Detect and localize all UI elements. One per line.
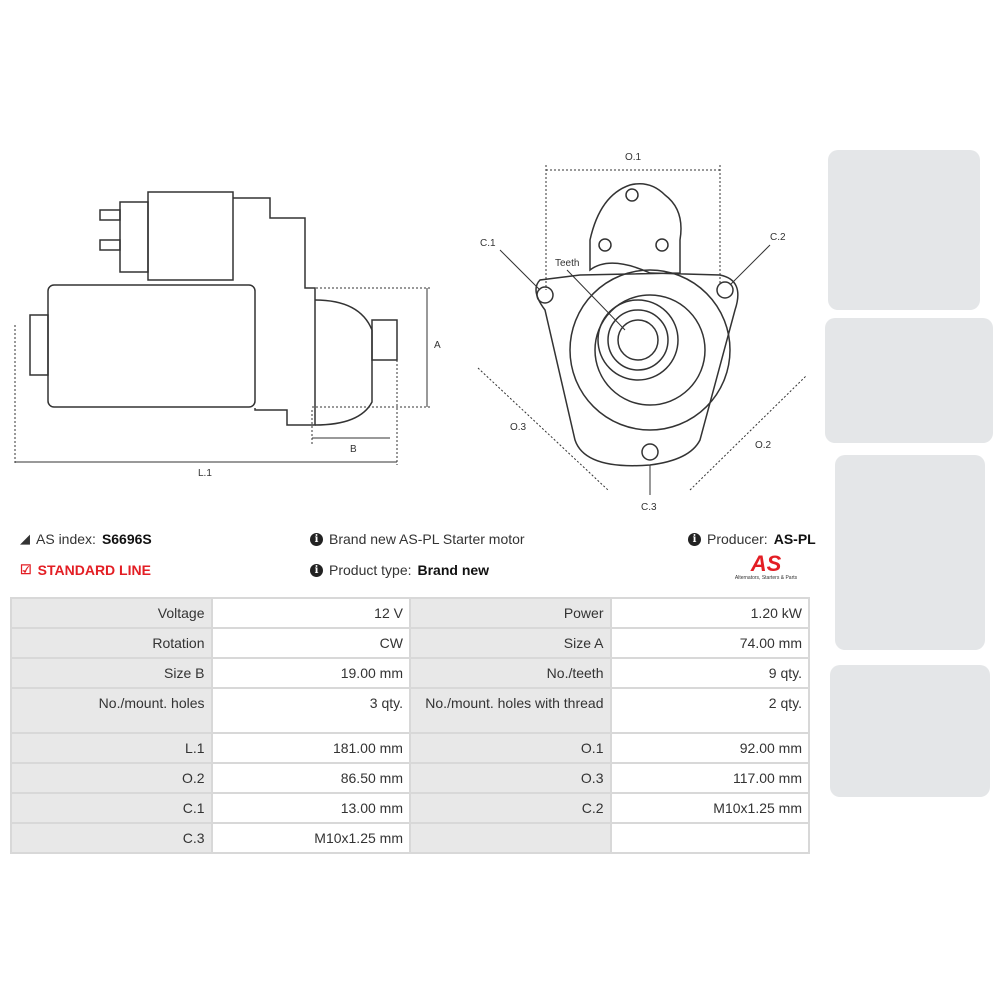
as-logo: AS Alternators, Starters & Parts — [720, 551, 812, 582]
label-l1: L.1 — [198, 468, 212, 479]
product-type-label: Product type: — [329, 562, 412, 578]
spec-label: Power — [408, 597, 612, 629]
producer: i Producer: AS-PL — [688, 531, 816, 547]
product-type: i Product type: Brand new — [310, 562, 489, 578]
line-label: STANDARD LINE — [37, 562, 151, 578]
checkbox-icon: ☑ — [20, 562, 32, 577]
spec-value: CW — [210, 627, 411, 659]
spec-label: C.3 — [10, 822, 213, 854]
label-a: A — [434, 340, 441, 351]
label-c3: C.3 — [641, 502, 657, 513]
spec-label: L.1 — [10, 732, 213, 764]
spec-label: No./mount. holes with thread — [408, 687, 612, 734]
info-icon: i — [310, 563, 323, 577]
spec-label: O.3 — [408, 762, 612, 794]
front-view-drawing — [535, 183, 739, 467]
spec-value: 19.00 mm — [210, 657, 411, 689]
spec-value: 181.00 mm — [210, 732, 411, 764]
spec-label: C.1 — [10, 792, 213, 824]
product-type-value: Brand new — [417, 562, 490, 578]
description: i Brand new AS-PL Starter motor — [310, 531, 525, 547]
logo-text: AS — [750, 551, 782, 576]
producer-label: Producer: — [707, 531, 768, 547]
description-text: Brand new AS-PL Starter motor — [329, 531, 525, 547]
logo-tagline: Alternators, Starters & Parts — [734, 575, 798, 581]
label-o3: O.3 — [510, 422, 527, 433]
as-index-value: S6696S — [101, 531, 152, 547]
spec-value: 74.00 mm — [609, 627, 810, 659]
spec-label: C.2 — [408, 792, 612, 824]
spec-value: 1.20 kW — [609, 597, 810, 629]
spec-value: 9 qty. — [609, 657, 810, 689]
label-o1: O.1 — [625, 152, 642, 163]
producer-value: AS-PL — [773, 531, 816, 547]
info-icon: i — [310, 532, 323, 546]
standard-line: ☑ STANDARD LINE — [20, 562, 151, 578]
spec-value — [609, 822, 810, 854]
spec-value: M10x1.25 mm — [609, 792, 810, 824]
spec-label: Voltage — [10, 597, 213, 629]
product-photo-rear[interactable] — [835, 455, 985, 650]
product-photo-top[interactable] — [830, 665, 990, 797]
label-teeth: Teeth — [555, 258, 579, 269]
label-b: B — [350, 444, 357, 455]
spec-label: O.2 — [10, 762, 213, 794]
info-icon: i — [688, 532, 701, 546]
technical-drawing: L.1 A B O.1 C.1 C.2 Teeth O.3 O.2 C.3 — [14, 152, 807, 513]
side-view-drawing — [29, 191, 398, 426]
spec-value: 2 qty. — [609, 687, 810, 734]
spec-label: O.1 — [408, 732, 612, 764]
as-index-label: AS index: — [36, 531, 96, 547]
product-photo-front[interactable] — [828, 150, 980, 310]
spec-value: 12 V — [210, 597, 411, 629]
spec-value: 13.00 mm — [210, 792, 411, 824]
spec-value: 3 qty. — [210, 687, 411, 734]
label-c2: C.2 — [770, 232, 786, 243]
spec-value: 117.00 mm — [609, 762, 810, 794]
spec-label: Size A — [408, 627, 612, 659]
label-o2: O.2 — [755, 440, 772, 451]
spec-label: Size B — [10, 657, 213, 689]
spec-label: No./teeth — [408, 657, 612, 689]
spec-label: No./mount. holes — [10, 687, 213, 734]
spec-label — [408, 822, 612, 854]
product-photo-side[interactable] — [825, 318, 993, 443]
as-index: ◢ AS index: S6696S — [20, 531, 152, 547]
spec-value: 86.50 mm — [210, 762, 411, 794]
tags-icon: ◢ — [20, 531, 30, 546]
spec-value: 92.00 mm — [609, 732, 810, 764]
spec-value: M10x1.25 mm — [210, 822, 411, 854]
label-c1: C.1 — [480, 238, 496, 249]
spec-label: Rotation — [10, 627, 213, 659]
